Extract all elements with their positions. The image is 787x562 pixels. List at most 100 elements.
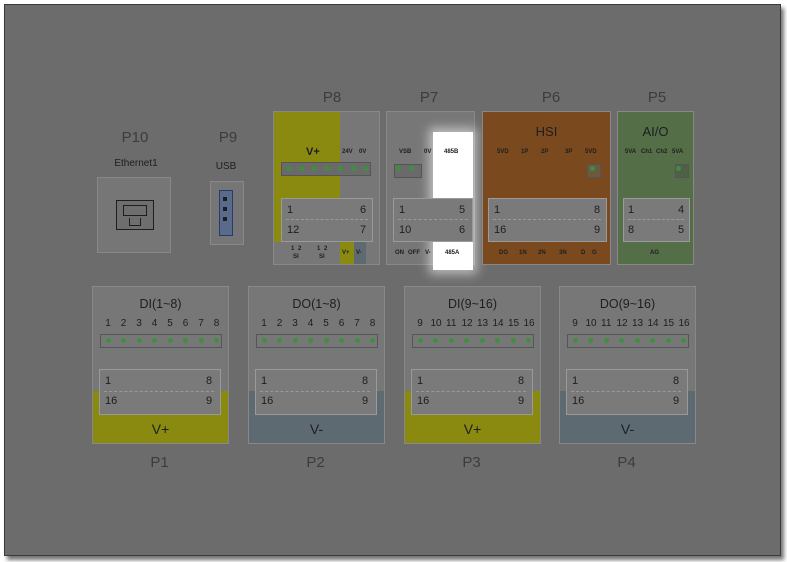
p5-label: P5 bbox=[647, 89, 667, 106]
channel-number: 15 bbox=[508, 318, 520, 329]
channel-led bbox=[323, 338, 329, 343]
channel-led bbox=[634, 338, 640, 343]
status-led bbox=[676, 166, 681, 171]
status-led bbox=[312, 166, 317, 171]
channel-number: 8 bbox=[369, 318, 376, 329]
p5-hdr-ch1: Ch1 bbox=[641, 149, 653, 155]
channel-number: 15 bbox=[663, 318, 675, 329]
terminal-pin: 16 bbox=[105, 395, 118, 407]
channel-led bbox=[354, 338, 360, 343]
module-title: DO(1~8) bbox=[292, 297, 341, 311]
led-strip bbox=[567, 334, 689, 348]
power-label: V+ bbox=[151, 421, 170, 437]
ethernet-port[interactable] bbox=[97, 177, 171, 253]
p8-label: P8 bbox=[322, 89, 342, 106]
channel-number: 10 bbox=[430, 318, 442, 329]
p6-foot-3n: 3N bbox=[559, 250, 567, 256]
p8-foot-si-b: SI bbox=[319, 254, 325, 260]
p7-hdr-0v: 0V bbox=[424, 149, 432, 155]
p8-foot-si-a: SI bbox=[293, 254, 299, 260]
p8-foot-1a: 1 bbox=[291, 246, 295, 252]
device-panel: P10 Ethernet1 P9 USB P8 V+ 24V 0V 1 6 12… bbox=[4, 4, 781, 556]
module-title: DI(1~8) bbox=[139, 297, 182, 311]
terminal-pin: 16 bbox=[572, 395, 585, 407]
p6-foot-g: G bbox=[592, 250, 597, 256]
channel-number: 13 bbox=[632, 318, 644, 329]
p7-module: VSB 0V 485B 1 5 10 6 ON OFF V- 485A bbox=[386, 111, 475, 270]
channel-number: 16 bbox=[523, 318, 535, 329]
p8-pin-1: 1 bbox=[287, 204, 294, 216]
p5-module: AI/O 5VA Ch1 Ch2 5VA 1 4 8 5 AG bbox=[617, 111, 694, 265]
channel-number: 9 bbox=[572, 318, 578, 329]
channel-number: 16 bbox=[678, 318, 690, 329]
p8-hdr-0v: 0V bbox=[359, 149, 367, 155]
terminal-pin: 8 bbox=[518, 375, 525, 387]
channel-number: 2 bbox=[276, 318, 283, 329]
p6-foot-dg: DG bbox=[499, 250, 508, 256]
channel-led bbox=[198, 338, 204, 343]
channel-led bbox=[665, 338, 671, 343]
status-led bbox=[338, 166, 343, 171]
p7-foot-off: OFF bbox=[408, 250, 420, 256]
channel-led bbox=[510, 338, 516, 343]
p8-terminal[interactable]: 1 6 12 7 bbox=[281, 198, 373, 242]
p5-pin-5: 5 bbox=[678, 224, 685, 236]
p6-title: HSI bbox=[535, 124, 558, 139]
channel-led bbox=[167, 338, 173, 343]
terminal-pin: 16 bbox=[261, 395, 274, 407]
p6-hdr-1p: 1P bbox=[521, 149, 529, 155]
p8-foot-2b: 2 bbox=[324, 246, 328, 252]
p5-foot-ag: AG bbox=[650, 250, 659, 256]
channel-number: 12 bbox=[461, 318, 473, 329]
p7-terminal[interactable]: 1 5 10 6 bbox=[393, 198, 473, 242]
p6-terminal[interactable]: 1 8 16 9 bbox=[488, 198, 607, 242]
terminal-pin: 9 bbox=[362, 395, 369, 407]
p5-title: AI/O bbox=[642, 124, 669, 139]
channel-led bbox=[433, 338, 438, 343]
power-label: V- bbox=[620, 421, 635, 437]
channel-led bbox=[292, 338, 298, 343]
channel-number: 9 bbox=[417, 318, 423, 329]
channel-led bbox=[588, 338, 593, 343]
usb-label: USB bbox=[215, 161, 237, 172]
p8-vplus-label: V+ bbox=[306, 146, 320, 158]
p8-foot-vplus: V+ bbox=[342, 250, 350, 256]
p10-label: P10 bbox=[121, 129, 149, 146]
channel-led bbox=[572, 338, 578, 343]
status-led bbox=[409, 166, 414, 171]
p6-foot-2n: 2N bbox=[538, 250, 546, 256]
usb-port[interactable] bbox=[210, 181, 244, 245]
led-strip bbox=[100, 334, 222, 348]
p8-pin-6: 6 bbox=[360, 204, 367, 216]
channel-number: 3 bbox=[136, 318, 142, 329]
p5-pin-1: 1 bbox=[628, 204, 635, 216]
channel-led bbox=[121, 338, 126, 343]
p6-hdr-3p: 3P bbox=[565, 149, 573, 155]
p8-foot-vminus: V- bbox=[356, 250, 362, 256]
channel-led bbox=[183, 338, 188, 343]
channel-led bbox=[261, 338, 267, 343]
channel-number: 11 bbox=[601, 318, 612, 329]
port-label-p2: P2 bbox=[306, 454, 325, 471]
p7-foot-on: ON bbox=[395, 250, 404, 256]
terminal-pin: 8 bbox=[362, 375, 369, 387]
channel-led bbox=[526, 338, 531, 343]
p8-hdr-24v: 24V bbox=[342, 149, 353, 155]
terminal-pin: 9 bbox=[206, 395, 213, 407]
p6-pin-8: 8 bbox=[594, 204, 601, 216]
p7-pin-1: 1 bbox=[399, 204, 406, 216]
channel-led bbox=[339, 338, 344, 343]
channel-led bbox=[619, 338, 624, 343]
p5-terminal[interactable]: 1 4 8 5 bbox=[623, 198, 690, 242]
terminal-pin: 16 bbox=[417, 395, 430, 407]
channel-number: 14 bbox=[647, 318, 659, 329]
terminal-pin: 9 bbox=[673, 395, 680, 407]
channel-number: 13 bbox=[477, 318, 489, 329]
p5-pin-4: 4 bbox=[678, 204, 685, 216]
power-label: V- bbox=[309, 421, 324, 437]
